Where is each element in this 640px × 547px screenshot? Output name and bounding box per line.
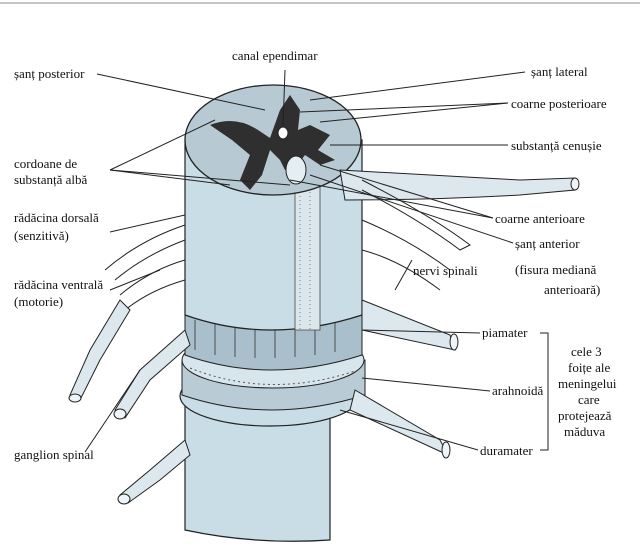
label-sant-anterior-1: șanț anterior [515,236,580,251]
label-coarne-posterioare: coarne posterioare [511,96,607,111]
label-sant-lateral: șanț lateral [531,64,588,79]
label-meninges-2: foițe ale [568,360,610,375]
label-piamater: piamater [482,325,528,340]
label-radacina-ventrala-2: (motorie) [14,294,63,309]
label-nervi-spinali: nervi spinali [413,263,478,278]
label-meninges-6: măduva [564,424,605,439]
central-canal [278,127,288,139]
anterior-fissure [286,156,306,184]
label-cordoane-1: cordoane de [14,156,77,171]
label-radacina-ventrala-1: rădăcina ventrală [14,277,103,292]
label-radacina-dorsala-2: (senzitivă) [14,228,69,243]
label-meninges-5: protejează [558,408,612,423]
label-substanta-cenusie: substanță cenușie [511,138,602,153]
left-nerves [69,225,190,504]
label-radacina-dorsala-1: rădăcina dorsală [14,210,99,225]
label-meninges-3: meningelui [558,376,617,391]
label-cordoane-2: substanță albă [14,172,88,187]
label-sant-anterior-2: (fisura mediană [515,262,596,277]
label-arahnoida: arahnoidă [492,383,543,398]
label-sant-posterior: șanț posterior [14,66,85,81]
label-coarne-anterioare: coarne anterioare [495,211,585,226]
label-ganglion-spinal: ganglion spinal [14,447,94,462]
label-duramater: duramater [480,443,533,458]
label-sant-anterior-3: anterioară) [544,282,600,297]
label-canal-ependimar: canal ependimar [232,48,318,63]
label-meninges-4: care [578,392,600,407]
label-meninges-1: cele 3 [571,344,602,359]
